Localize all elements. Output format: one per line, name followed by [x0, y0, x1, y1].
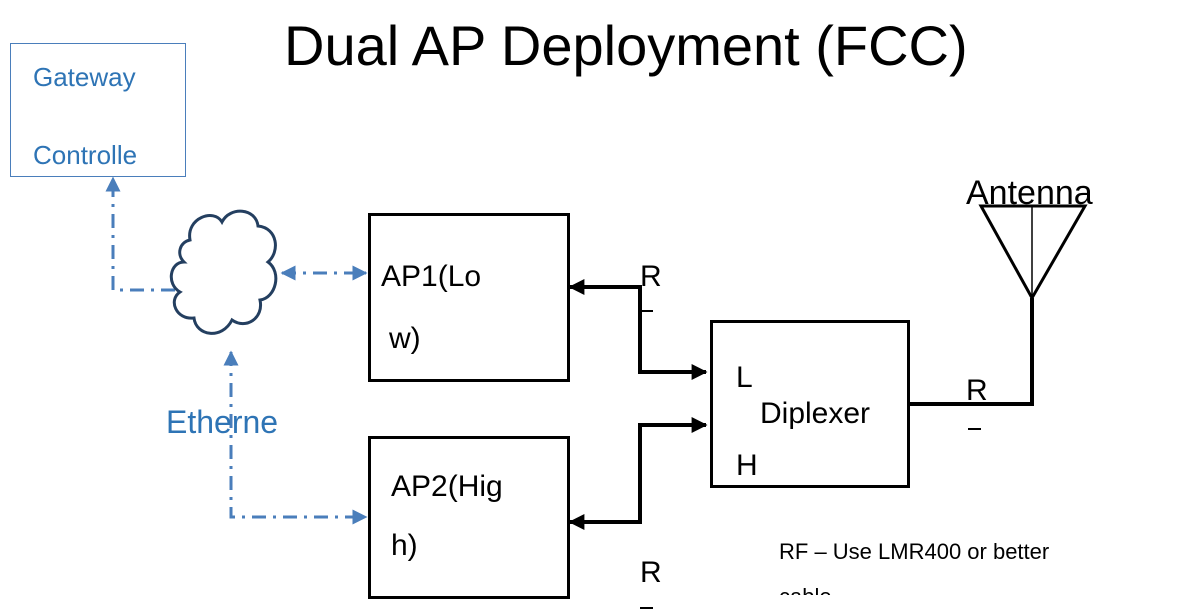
- diplexer-port-high: H: [736, 451, 758, 482]
- rf-cable-note-line2: cable: [779, 586, 899, 595]
- ap2-high-box: AP2(Hig h): [368, 436, 570, 599]
- rf-label-antenna: R: [966, 374, 988, 407]
- controller-label: Controlle: [33, 140, 138, 170]
- gateway-label: Gateway: [33, 62, 136, 92]
- ethernet-label: Etherne: [166, 404, 279, 440]
- rf-label-ap1: R: [640, 260, 662, 293]
- gateway-controller-box: Gateway Controlle: [10, 43, 186, 177]
- rf-label-ap1-dash: [640, 310, 653, 312]
- ap2-label-line1: AP2(Hig: [391, 470, 503, 503]
- diplexer-port-low: L: [736, 361, 753, 394]
- ethernet-link-gateway: [105, 176, 175, 292]
- page-title: Dual AP Deployment (FCC): [284, 14, 968, 77]
- ap1-low-box: AP1(Lo w): [368, 213, 570, 382]
- ap2-label-line2: h): [391, 529, 418, 562]
- rf-link-diplexer-antenna: [910, 298, 1034, 406]
- ap1-label-line2: w): [389, 322, 421, 355]
- rf-label-ap2-dash: [640, 607, 653, 609]
- ap1-label-line1: AP1(Lo: [381, 260, 482, 293]
- rf-cable-note: RF – Use LMR400 or better: [779, 539, 1050, 564]
- antenna-icon: [978, 204, 1088, 302]
- rf-link-ap1-diplexer: [568, 279, 708, 380]
- rf-label-antenna-dash: [968, 428, 981, 430]
- rf-link-ap2-diplexer: [568, 417, 708, 530]
- rf-label-ap2: R: [640, 556, 662, 589]
- ethernet-link-ap2: [223, 350, 368, 525]
- rf-cable-note-overflow: cable: [779, 586, 899, 595]
- diplexer-box: L Diplexer H: [710, 320, 910, 488]
- network-cloud-icon: [169, 209, 278, 335]
- antenna-label: Antenna: [966, 174, 1093, 212]
- diplexer-label: Diplexer: [760, 397, 871, 430]
